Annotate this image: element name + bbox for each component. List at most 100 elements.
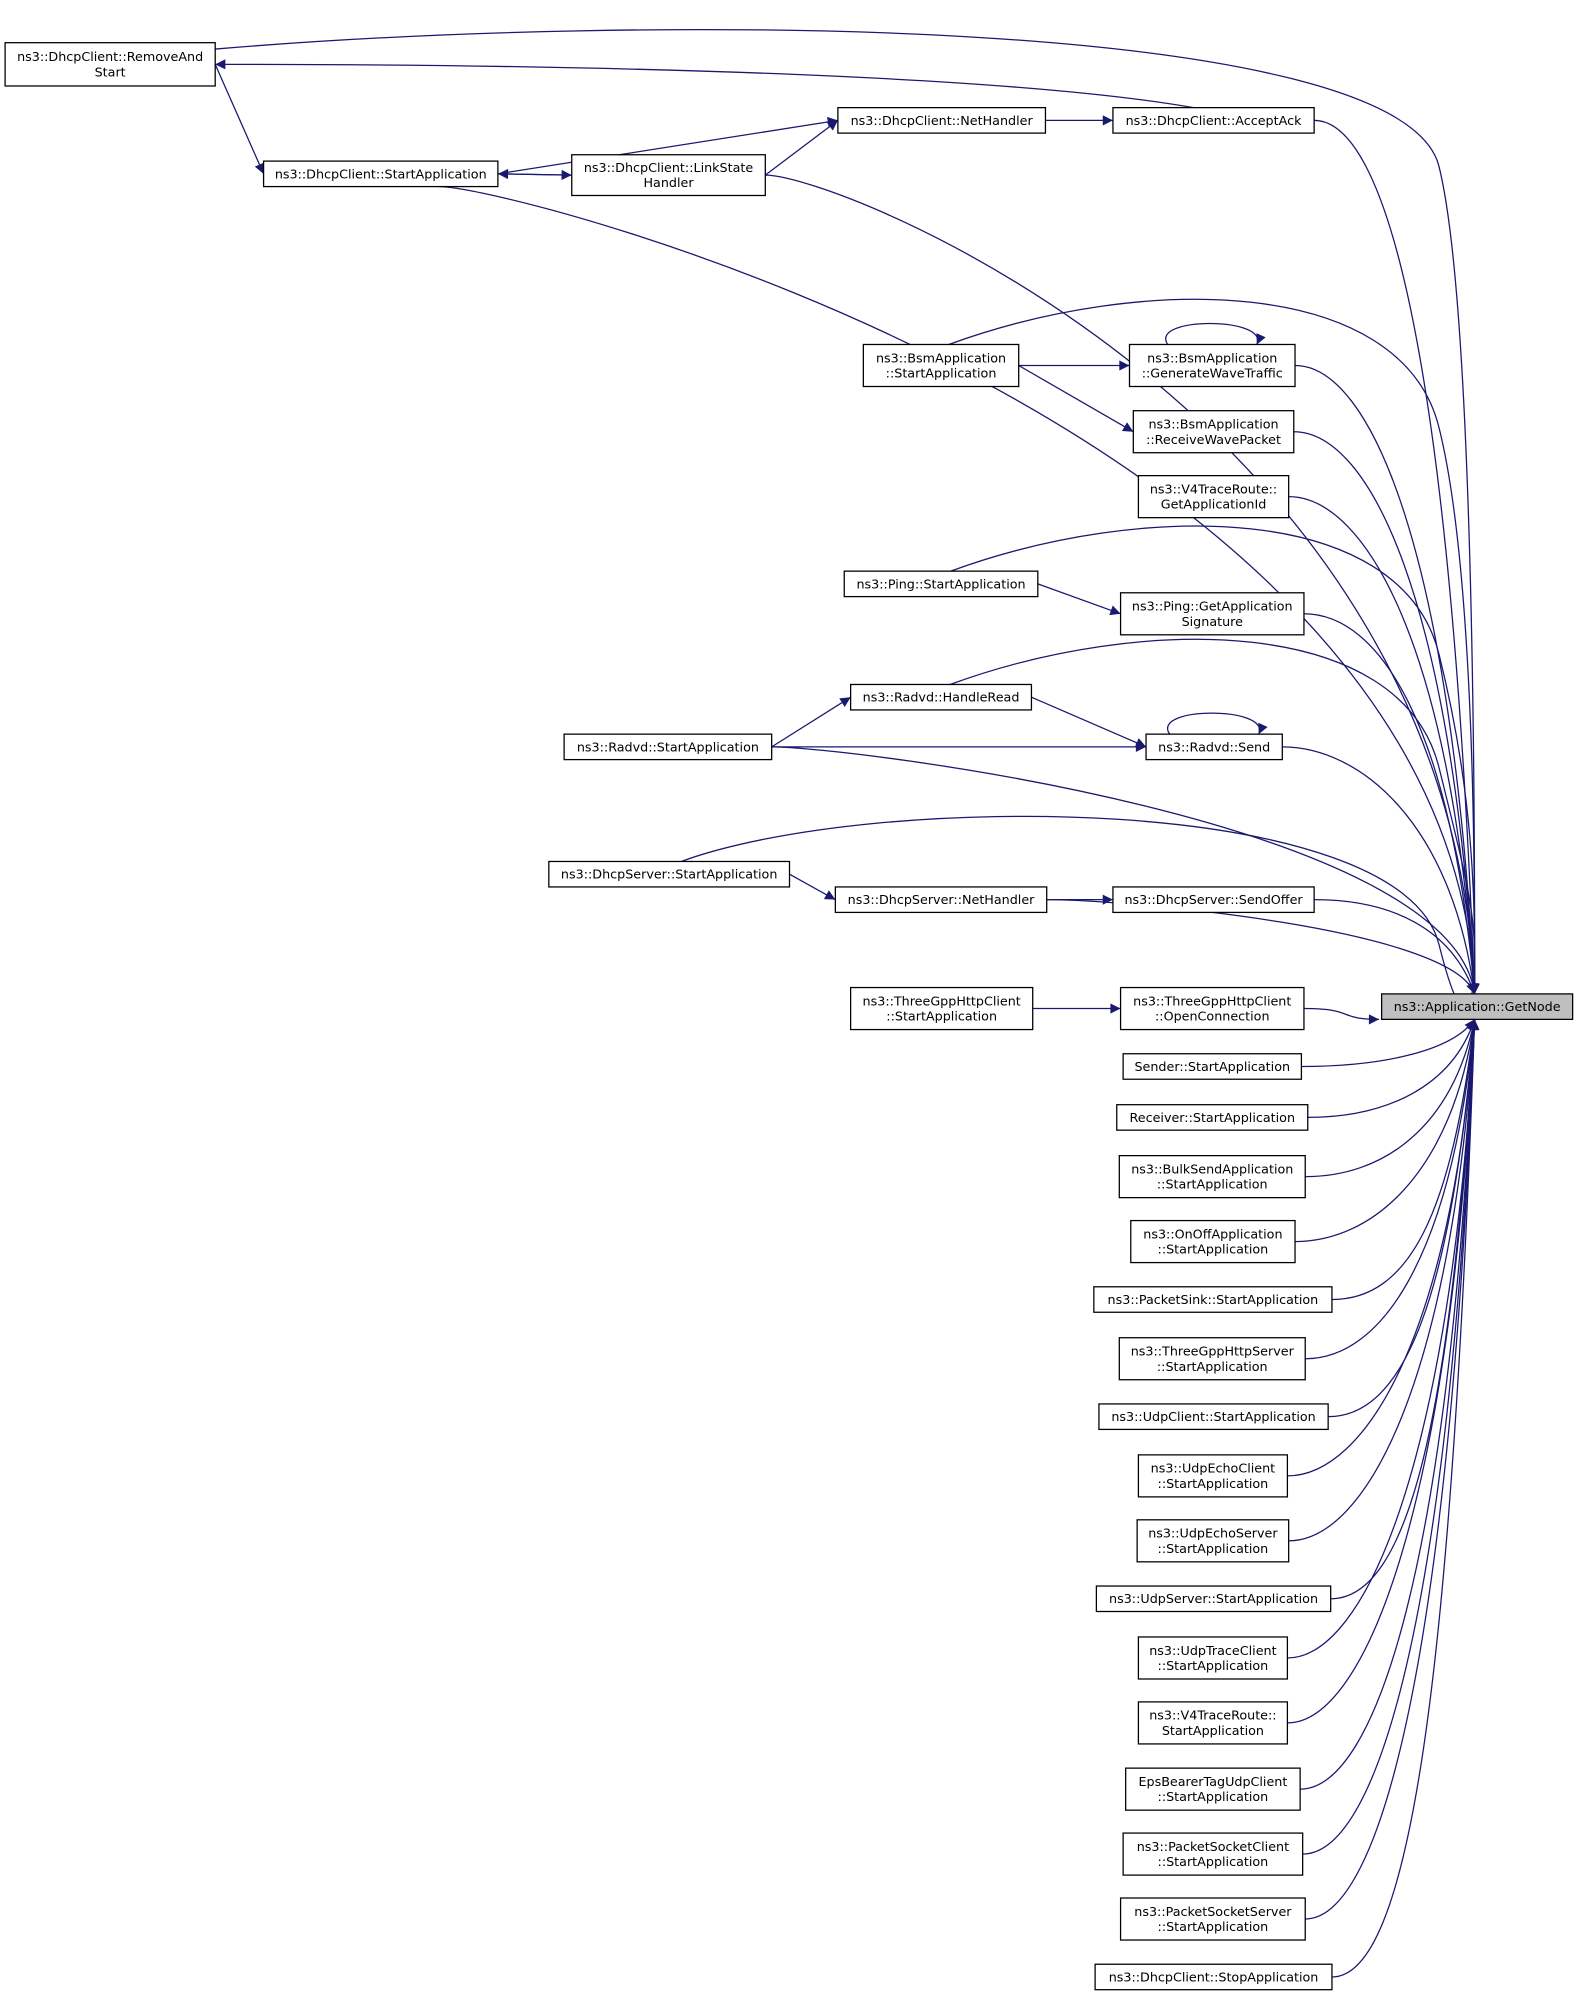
edge-ping_sig-to-getnode (1303, 613, 1479, 994)
node-box (1112, 106, 1315, 134)
node-label: ns3::V4TraceRoute:: (1149, 1709, 1276, 1724)
node-label: ::StartApplication (1158, 1243, 1269, 1258)
edge-removeandstart-to-dc_start (214, 64, 265, 175)
node-getnode[interactable]: ns3::Application::GetNode (1380, 993, 1574, 1021)
node-http-start[interactable]: ns3::ThreeGppHttpClient::StartApplicatio… (849, 986, 1034, 1031)
edge-radvd_read-to-radvd_send (1031, 696, 1147, 748)
edge-receiver-to-getnode (1307, 1019, 1477, 1119)
node-ds-net[interactable]: ns3::DhcpServer::NetHandler (834, 886, 1048, 914)
node-ds-start[interactable]: ns3::DhcpServer::StartApplication (548, 860, 791, 888)
node-ping-start[interactable]: ns3::Ping::StartApplication (843, 570, 1039, 598)
node-v4-getid[interactable]: ns3::V4TraceRoute::GetApplicationId (1137, 475, 1290, 519)
node-bsm-recv[interactable]: ns3::BsmApplication::ReceiveWavePacket (1132, 410, 1295, 454)
edge-ds_start-to-getnode (680, 815, 1480, 1009)
node-http-open[interactable]: ns3::ThreeGppHttpClient::OpenConnection (1119, 986, 1305, 1031)
edge-echoclient-to-getnode (1287, 1019, 1479, 1477)
node-label: ns3::BsmApplication (1147, 351, 1277, 366)
node-radvd-read[interactable]: ns3::Radvd::HandleRead (849, 683, 1033, 711)
node-box (1098, 1403, 1329, 1431)
node-psserver[interactable]: ns3::PacketSocketServer::StartApplicatio… (1119, 1897, 1306, 1941)
node-label: ::ReceiveWavePacket (1146, 433, 1281, 448)
node-echoserver[interactable]: ns3::UdpEchoServer::StartApplication (1136, 1519, 1290, 1563)
node-label: ::OpenConnection (1155, 1010, 1270, 1025)
node-v4-start[interactable]: ns3::V4TraceRoute::StartApplication (1137, 1701, 1289, 1745)
node-label: Sender::StartApplication (1134, 1060, 1290, 1075)
edge-ds_net-to-getnode (1046, 899, 1477, 995)
edge-dc_link-to-dc_net (764, 119, 839, 176)
node-box (1093, 1286, 1333, 1313)
edge-radvd_start-to-getnode (771, 746, 1479, 994)
node-udpserver[interactable]: ns3::UdpServer::StartApplication (1095, 1585, 1332, 1613)
node-label: Start (95, 65, 126, 80)
node-box (1122, 1832, 1304, 1876)
node-label: ns3::OnOffApplication (1143, 1227, 1282, 1242)
node-bsm-start[interactable]: ns3::BsmApplication::StartApplication (862, 343, 1020, 388)
edge-httpserver-to-getnode (1305, 1019, 1479, 1360)
node-label: ns3::Application::GetNode (1394, 1000, 1561, 1015)
node-receiver[interactable]: Receiver::StartApplication (1116, 1104, 1309, 1131)
node-udpclient[interactable]: ns3::UdpClient::StartApplication (1098, 1403, 1329, 1431)
node-dc-start[interactable]: ns3::DhcpClient::StartApplication (262, 160, 499, 188)
node-label: ns3::Radvd::HandleRead (863, 691, 1020, 706)
node-eps[interactable]: EpsBearerTagUdpClient::StartApplication (1125, 1767, 1301, 1811)
node-label: ns3::DhcpClient::StopApplication (1109, 1970, 1319, 1985)
node-box (1119, 986, 1305, 1031)
edge-radvd_start-to-radvd_read (771, 696, 851, 748)
node-box (849, 683, 1033, 711)
node-onoff[interactable]: ns3::OnOffApplication::StartApplication (1130, 1219, 1296, 1264)
node-radvd-send[interactable]: ns3::Radvd::Send (1145, 733, 1283, 761)
node-traceclient[interactable]: ns3::UdpTraceClient::StartApplication (1137, 1636, 1289, 1680)
node-label: ns3::UdpEchoClient (1151, 1462, 1276, 1477)
node-label: ::StartApplication (1158, 1477, 1269, 1492)
node-box (1137, 1636, 1289, 1680)
node-label: ::StartApplication (1158, 1920, 1269, 1935)
node-dc-net[interactable]: ns3::DhcpClient::NetHandler (837, 106, 1047, 134)
edge-ping_start-to-ping_sig (1037, 583, 1121, 616)
node-label: EpsBearerTagUdpClient (1138, 1775, 1287, 1790)
node-label: ::StartApplication (1157, 1178, 1268, 1193)
edge-psclient-to-getnode (1302, 1019, 1480, 1855)
node-label: ns3::DhcpClient::AcceptAck (1126, 114, 1302, 129)
node-label: ns3::Ping::StartApplication (856, 577, 1025, 592)
node-box (862, 343, 1020, 388)
node-box (1136, 1519, 1290, 1563)
node-sink[interactable]: ns3::PacketSink::StartApplication (1093, 1286, 1333, 1313)
node-label: ::StartApplication (1158, 1855, 1269, 1870)
node-box (1132, 410, 1295, 454)
node-box (1095, 1585, 1332, 1613)
node-echoclient[interactable]: ns3::UdpEchoClient::StartApplication (1137, 1454, 1289, 1498)
edge-radvd_send-to-getnode (1282, 746, 1479, 994)
edge-echoserver-to-getnode (1288, 1019, 1480, 1542)
node-radvd-start[interactable]: ns3::Radvd::StartApplication (563, 733, 773, 761)
node-dc-ack[interactable]: ns3::DhcpClient::AcceptAck (1112, 106, 1315, 134)
node-label: ns3::PacketSocketServer (1134, 1905, 1292, 1920)
node-label: ns3::DhcpServer::SendOffer (1124, 893, 1303, 908)
node-label: ns3::BsmApplication (876, 351, 1006, 366)
node-label: ::StartApplication (1158, 1790, 1269, 1805)
node-box (1145, 733, 1283, 761)
node-box (1118, 1154, 1306, 1199)
node-label: ::StartApplication (1158, 1659, 1269, 1674)
edge-bsm_gen-to-getnode (1295, 364, 1480, 994)
node-ds-offer[interactable]: ns3::DhcpServer::SendOffer (1112, 886, 1315, 914)
edge-dc_ack-to-removeandstart (215, 59, 1194, 109)
node-box (262, 160, 499, 188)
node-box (1122, 1053, 1303, 1080)
node-httpserver[interactable]: ns3::ThreeGppHttpServer::StartApplicatio… (1118, 1337, 1306, 1381)
node-box (563, 733, 773, 761)
node-bsm-gen[interactable]: ns3::BsmApplication::GenerateWaveTraffic (1128, 343, 1296, 388)
edge-v4_getid-to-getnode (1288, 496, 1479, 994)
node-psclient[interactable]: ns3::PacketSocketClient::StartApplicatio… (1122, 1832, 1304, 1876)
node-label: ::StartApplication (1158, 1542, 1269, 1557)
node-box (849, 986, 1034, 1031)
node-bulk[interactable]: ns3::BulkSendApplication::StartApplicati… (1118, 1154, 1306, 1199)
edge-dc_stop-to-getnode (1331, 1019, 1480, 1978)
node-dc-stop[interactable]: ns3::DhcpClient::StopApplication (1094, 1963, 1333, 1991)
node-box (1137, 1454, 1289, 1498)
node-label: ns3::PacketSink::StartApplication (1108, 1293, 1319, 1308)
node-sender[interactable]: Sender::StartApplication (1122, 1053, 1303, 1080)
node-label: ns3::ThreeGppHttpServer (1131, 1345, 1295, 1360)
